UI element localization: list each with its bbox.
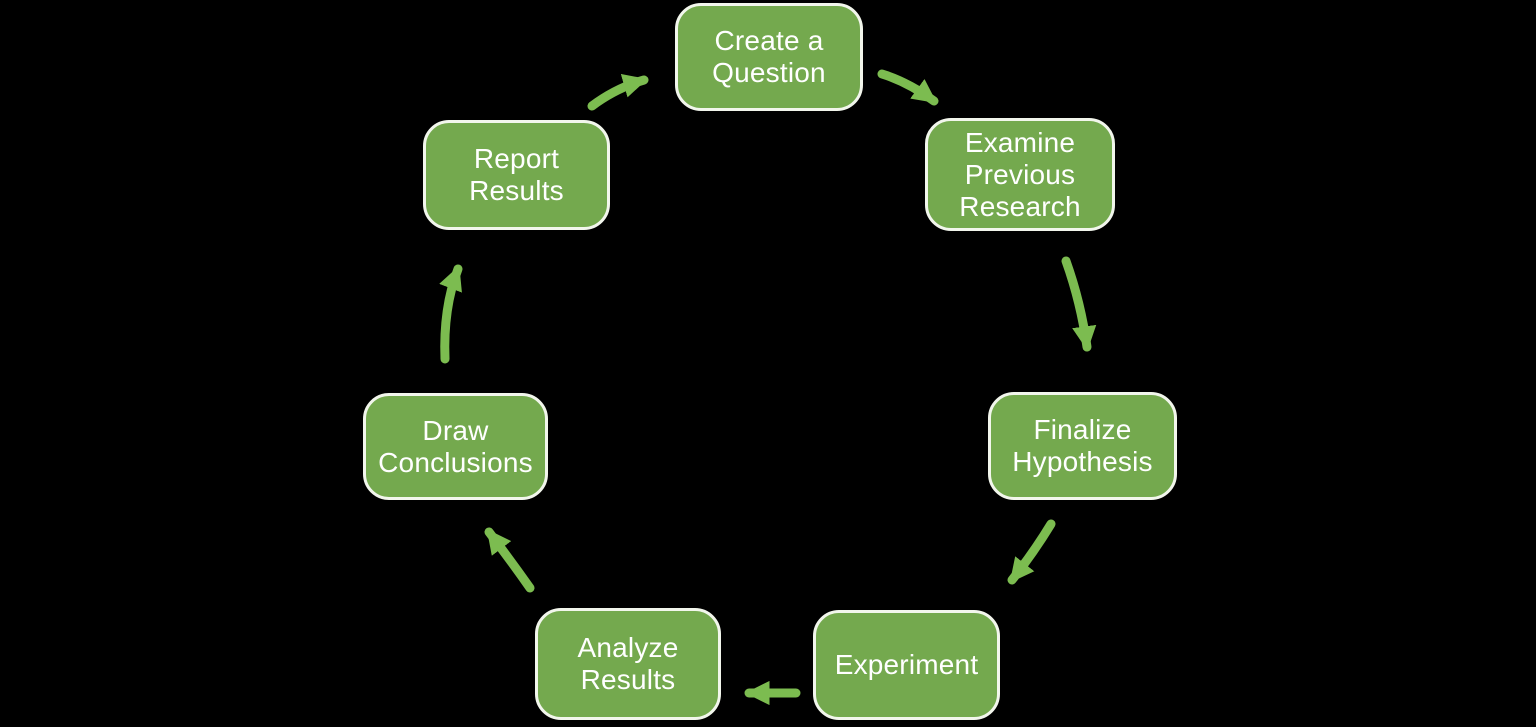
arrow-report-results-to-create-question <box>587 73 649 111</box>
node-draw-conclusions: Draw Conclusions <box>363 393 548 500</box>
arrow-draw-conclusions-to-report-results <box>439 264 463 364</box>
arrow-examine-previous-research-to-finalize-hypothesis <box>1061 256 1097 352</box>
arrow-analyze-results-to-draw-conclusions <box>484 527 535 593</box>
node-create-question-label: Create a Question <box>712 25 826 88</box>
node-report-results-label: Report Results <box>469 143 564 206</box>
node-experiment: Experiment <box>813 610 1000 720</box>
node-examine-previous-research-label: Examine Previous Research <box>959 126 1081 222</box>
node-examine-previous-research: Examine Previous Research <box>925 118 1115 231</box>
node-experiment-label: Experiment <box>834 649 979 680</box>
node-create-question: Create a Question <box>675 3 863 111</box>
arrow-finalize-hypothesis-to-experiment <box>1007 519 1056 585</box>
node-analyze-results: Analyze Results <box>535 608 721 720</box>
node-analyze-results-label: Analyze Results <box>577 632 679 695</box>
node-finalize-hypothesis: Finalize Hypothesis <box>988 392 1177 500</box>
arrow-create-question-to-examine-previous-research <box>877 69 939 106</box>
node-draw-conclusions-label: Draw Conclusions <box>378 414 533 478</box>
node-report-results: Report Results <box>423 120 610 230</box>
node-finalize-hypothesis-label: Finalize Hypothesis <box>1012 414 1153 477</box>
